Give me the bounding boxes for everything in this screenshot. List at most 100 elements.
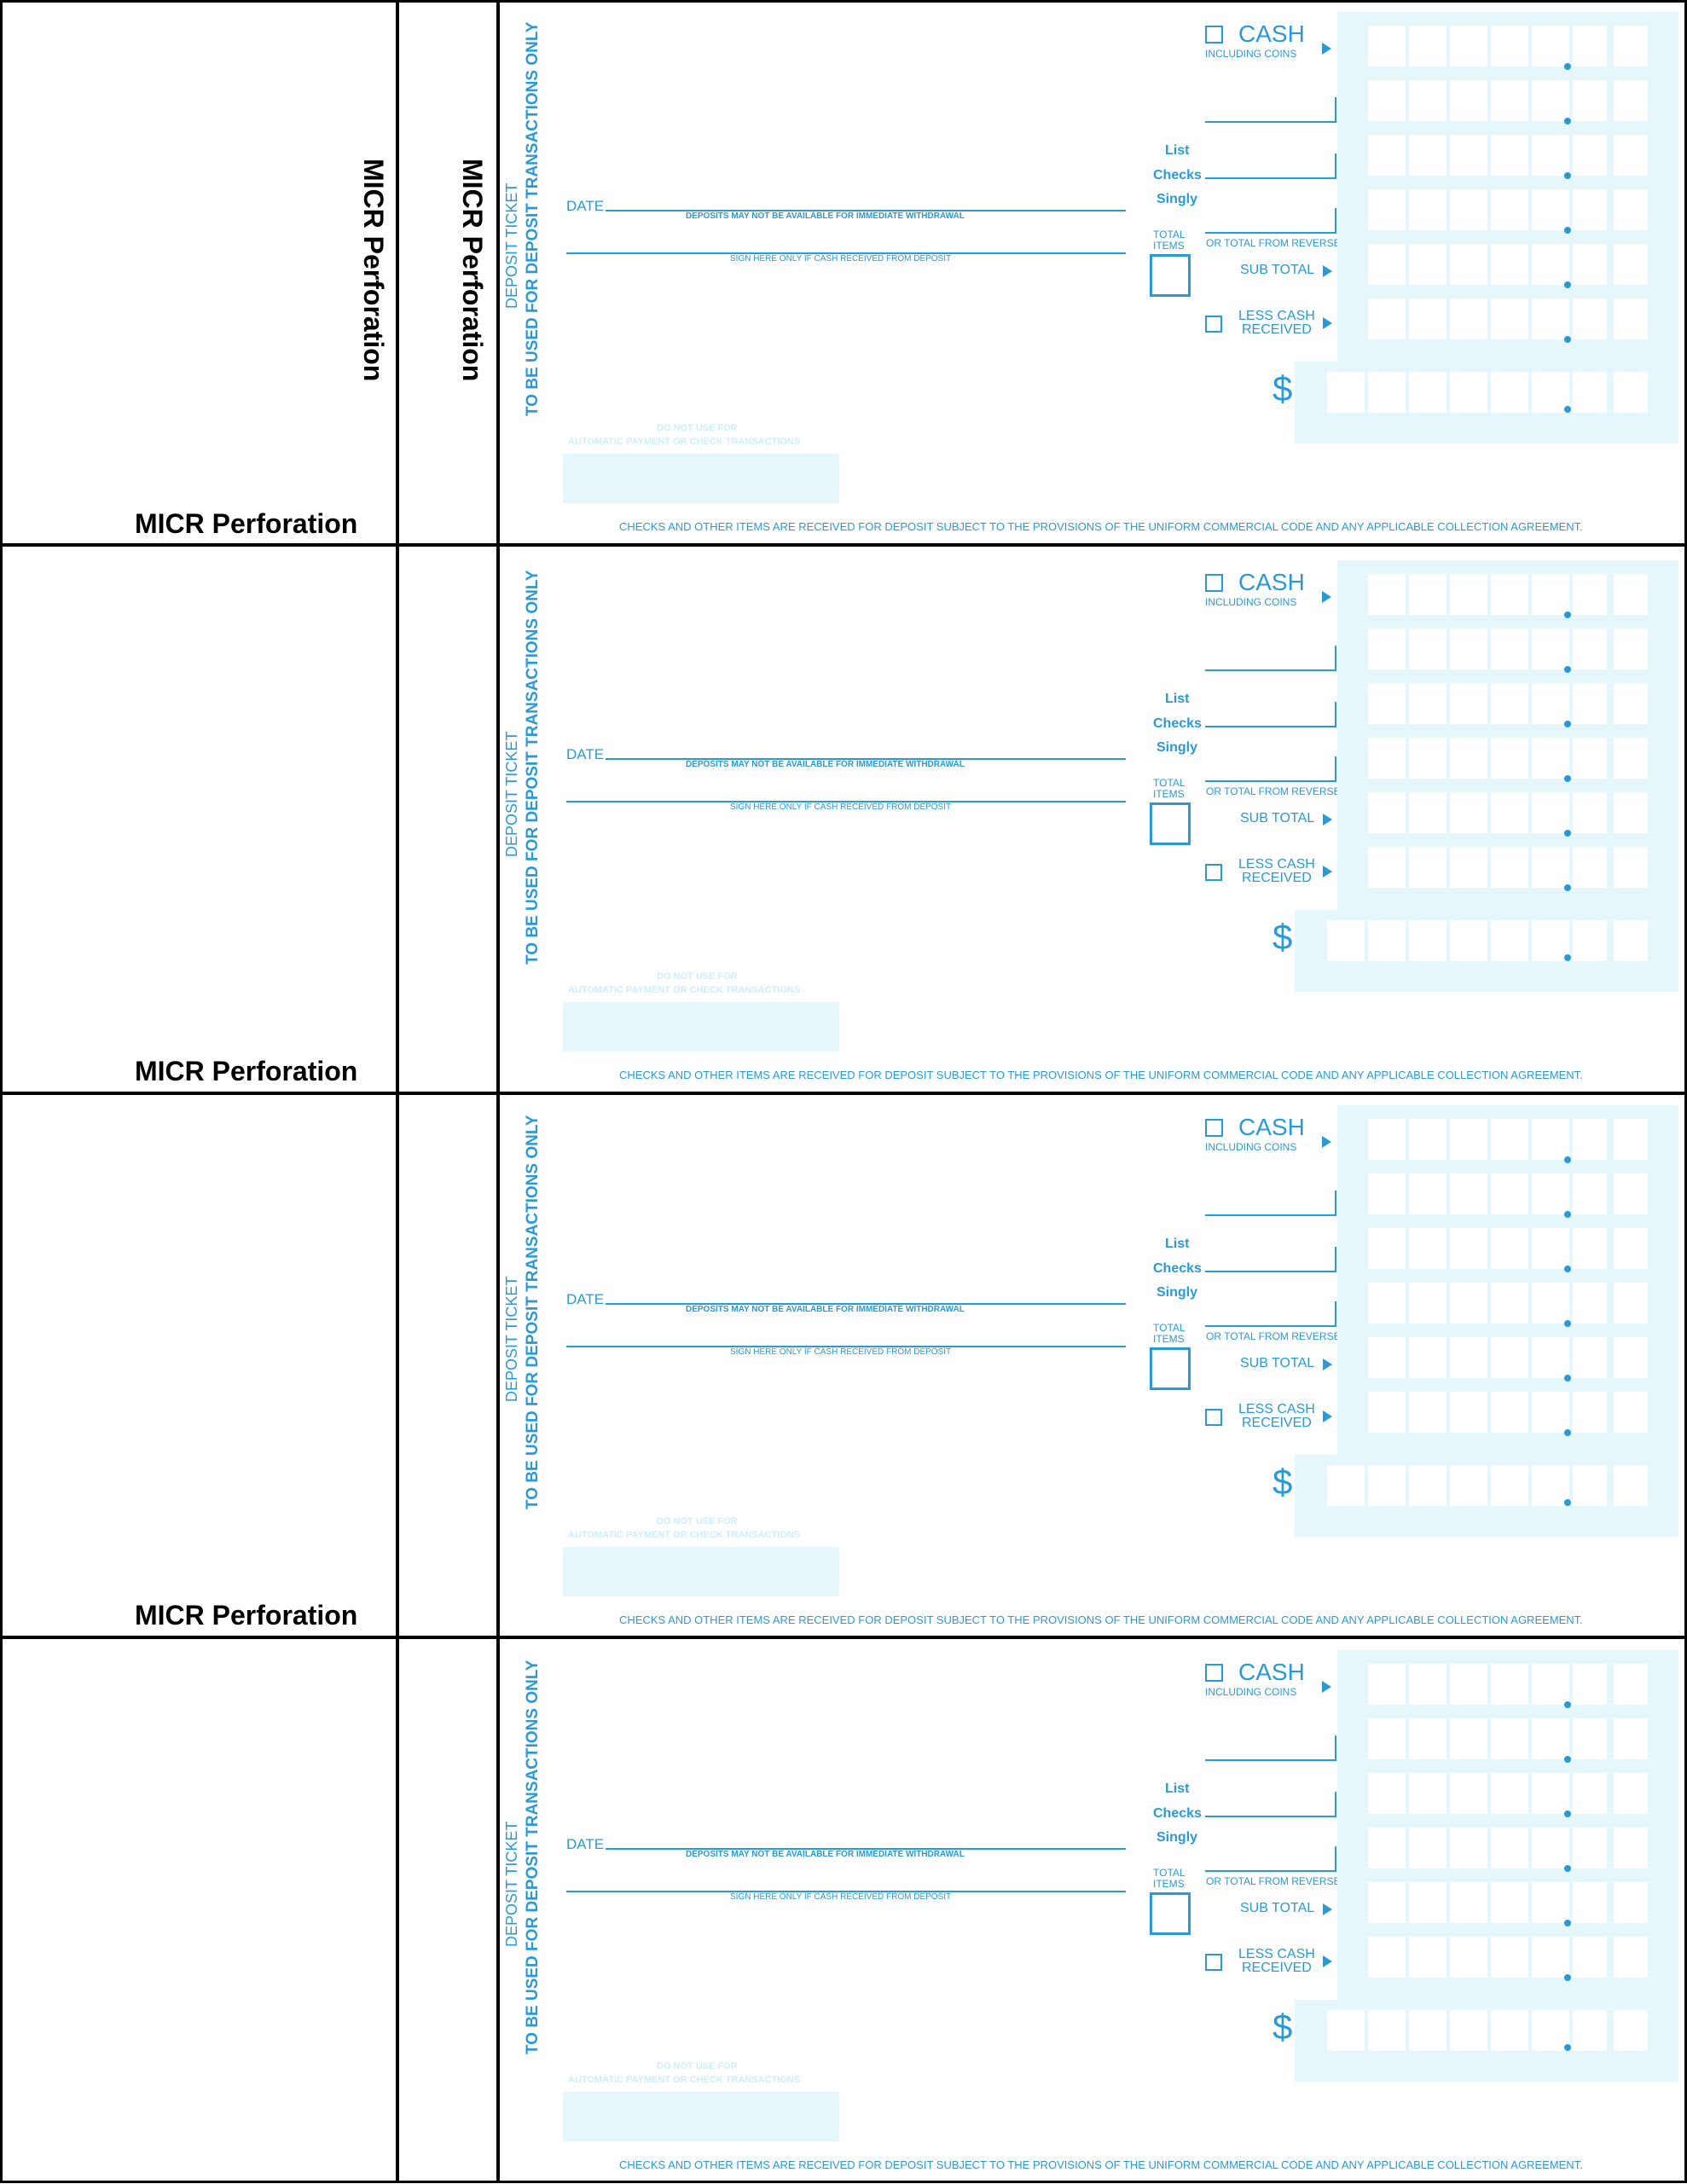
amount-digit-cell[interactable] xyxy=(1450,738,1487,779)
amount-digit-cell[interactable] xyxy=(1409,298,1446,339)
total-digit-cell[interactable] xyxy=(1368,2010,1406,2051)
amount-cents-cell[interactable] xyxy=(1573,298,1607,339)
amount-digit-cell[interactable] xyxy=(1409,847,1446,888)
check-line-2[interactable] xyxy=(1205,1792,1336,1817)
amount-digit-cell[interactable] xyxy=(1491,1119,1528,1160)
amount-digit-cell[interactable] xyxy=(1532,1119,1569,1160)
amount-cents-cell[interactable] xyxy=(1614,1773,1648,1814)
amount-cents-cell[interactable] xyxy=(1614,1119,1648,1160)
less-cash-checkbox[interactable] xyxy=(1205,864,1222,881)
amount-digit-cell[interactable] xyxy=(1532,1718,1569,1759)
amount-cents-cell[interactable] xyxy=(1573,189,1607,230)
amount-digit-cell[interactable] xyxy=(1532,1664,1569,1705)
amount-digit-cell[interactable] xyxy=(1532,298,1569,339)
date-line[interactable] xyxy=(606,1848,1126,1850)
amount-digit-cell[interactable] xyxy=(1491,1283,1528,1324)
amount-digit-cell[interactable] xyxy=(1368,1773,1406,1814)
amount-digit-cell[interactable] xyxy=(1368,1283,1406,1324)
amount-digit-cell[interactable] xyxy=(1491,135,1528,176)
amount-cents-cell[interactable] xyxy=(1614,629,1648,669)
amount-cents-cell[interactable] xyxy=(1573,1392,1607,1433)
amount-digit-cell[interactable] xyxy=(1409,1882,1446,1923)
amount-cents-cell[interactable] xyxy=(1573,847,1607,888)
amount-digit-cell[interactable] xyxy=(1409,1828,1446,1868)
amount-digit-cell[interactable] xyxy=(1532,1173,1569,1214)
amount-digit-cell[interactable] xyxy=(1491,244,1528,285)
amount-digit-cell[interactable] xyxy=(1491,738,1528,779)
amount-digit-cell[interactable] xyxy=(1491,792,1528,833)
check-line-3[interactable] xyxy=(1205,1846,1336,1872)
amount-cents-cell[interactable] xyxy=(1614,244,1648,285)
amount-cents-cell[interactable] xyxy=(1573,738,1607,779)
cash-checkbox[interactable] xyxy=(1205,1664,1223,1682)
amount-digit-cell[interactable] xyxy=(1368,1937,1406,1978)
amount-digit-cell[interactable] xyxy=(1368,574,1406,615)
cash-checkbox[interactable] xyxy=(1205,1119,1223,1137)
amount-digit-cell[interactable] xyxy=(1450,1882,1487,1923)
amount-digit-cell[interactable] xyxy=(1532,135,1569,176)
total-digit-cell[interactable] xyxy=(1532,920,1569,961)
amount-digit-cell[interactable] xyxy=(1532,1337,1569,1378)
less-cash-checkbox[interactable] xyxy=(1205,1954,1222,1971)
total-cents-cell[interactable] xyxy=(1573,920,1607,961)
amount-digit-cell[interactable] xyxy=(1409,1718,1446,1759)
amount-digit-cell[interactable] xyxy=(1409,135,1446,176)
amount-cents-cell[interactable] xyxy=(1573,629,1607,669)
amount-digit-cell[interactable] xyxy=(1368,1173,1406,1214)
total-digit-cell[interactable] xyxy=(1327,372,1365,413)
amount-digit-cell[interactable] xyxy=(1450,135,1487,176)
signature-line[interactable] xyxy=(566,1346,1126,1347)
amount-digit-cell[interactable] xyxy=(1532,1937,1569,1978)
less-cash-checkbox[interactable] xyxy=(1205,1409,1222,1426)
total-digit-cell[interactable] xyxy=(1409,1465,1446,1506)
total-digit-cell[interactable] xyxy=(1491,1465,1528,1506)
amount-digit-cell[interactable] xyxy=(1491,1718,1528,1759)
amount-digit-cell[interactable] xyxy=(1532,1828,1569,1868)
total-digit-cell[interactable] xyxy=(1450,1465,1487,1506)
amount-digit-cell[interactable] xyxy=(1450,1173,1487,1214)
amount-cents-cell[interactable] xyxy=(1573,26,1607,67)
check-line-2[interactable] xyxy=(1205,702,1336,727)
amount-cents-cell[interactable] xyxy=(1573,1119,1607,1160)
amount-digit-cell[interactable] xyxy=(1368,738,1406,779)
amount-digit-cell[interactable] xyxy=(1491,1664,1528,1705)
check-line-1[interactable] xyxy=(1205,1735,1336,1761)
amount-cents-cell[interactable] xyxy=(1614,1337,1648,1378)
amount-cents-cell[interactable] xyxy=(1573,244,1607,285)
amount-cents-cell[interactable] xyxy=(1573,574,1607,615)
amount-digit-cell[interactable] xyxy=(1409,80,1446,121)
amount-digit-cell[interactable] xyxy=(1491,1228,1528,1269)
amount-digit-cell[interactable] xyxy=(1409,1337,1446,1378)
amount-cents-cell[interactable] xyxy=(1614,298,1648,339)
total-items-box[interactable] xyxy=(1150,802,1191,845)
amount-digit-cell[interactable] xyxy=(1450,1228,1487,1269)
total-digit-cell[interactable] xyxy=(1450,2010,1487,2051)
signature-line[interactable] xyxy=(566,252,1126,254)
check-line-1[interactable] xyxy=(1205,646,1336,671)
total-items-box[interactable] xyxy=(1150,1892,1191,1935)
amount-cents-cell[interactable] xyxy=(1614,1283,1648,1324)
amount-digit-cell[interactable] xyxy=(1532,1882,1569,1923)
amount-digit-cell[interactable] xyxy=(1368,1392,1406,1433)
total-cents-cell[interactable] xyxy=(1614,372,1648,413)
amount-digit-cell[interactable] xyxy=(1532,629,1569,669)
check-line-3[interactable] xyxy=(1205,1301,1336,1327)
total-digit-cell[interactable] xyxy=(1409,372,1446,413)
amount-cents-cell[interactable] xyxy=(1614,135,1648,176)
amount-digit-cell[interactable] xyxy=(1450,298,1487,339)
check-line-2[interactable] xyxy=(1205,1247,1336,1272)
total-cents-cell[interactable] xyxy=(1614,1465,1648,1506)
check-line-1[interactable] xyxy=(1205,1190,1336,1216)
amount-digit-cell[interactable] xyxy=(1450,1337,1487,1378)
amount-digit-cell[interactable] xyxy=(1450,847,1487,888)
amount-digit-cell[interactable] xyxy=(1368,80,1406,121)
signature-line[interactable] xyxy=(566,1891,1126,1892)
amount-digit-cell[interactable] xyxy=(1368,135,1406,176)
cash-checkbox[interactable] xyxy=(1205,574,1223,592)
amount-cents-cell[interactable] xyxy=(1573,1937,1607,1978)
amount-cents-cell[interactable] xyxy=(1573,1337,1607,1378)
amount-digit-cell[interactable] xyxy=(1409,26,1446,67)
less-cash-checkbox[interactable] xyxy=(1205,316,1222,333)
amount-cents-cell[interactable] xyxy=(1614,1173,1648,1214)
amount-cents-cell[interactable] xyxy=(1614,80,1648,121)
